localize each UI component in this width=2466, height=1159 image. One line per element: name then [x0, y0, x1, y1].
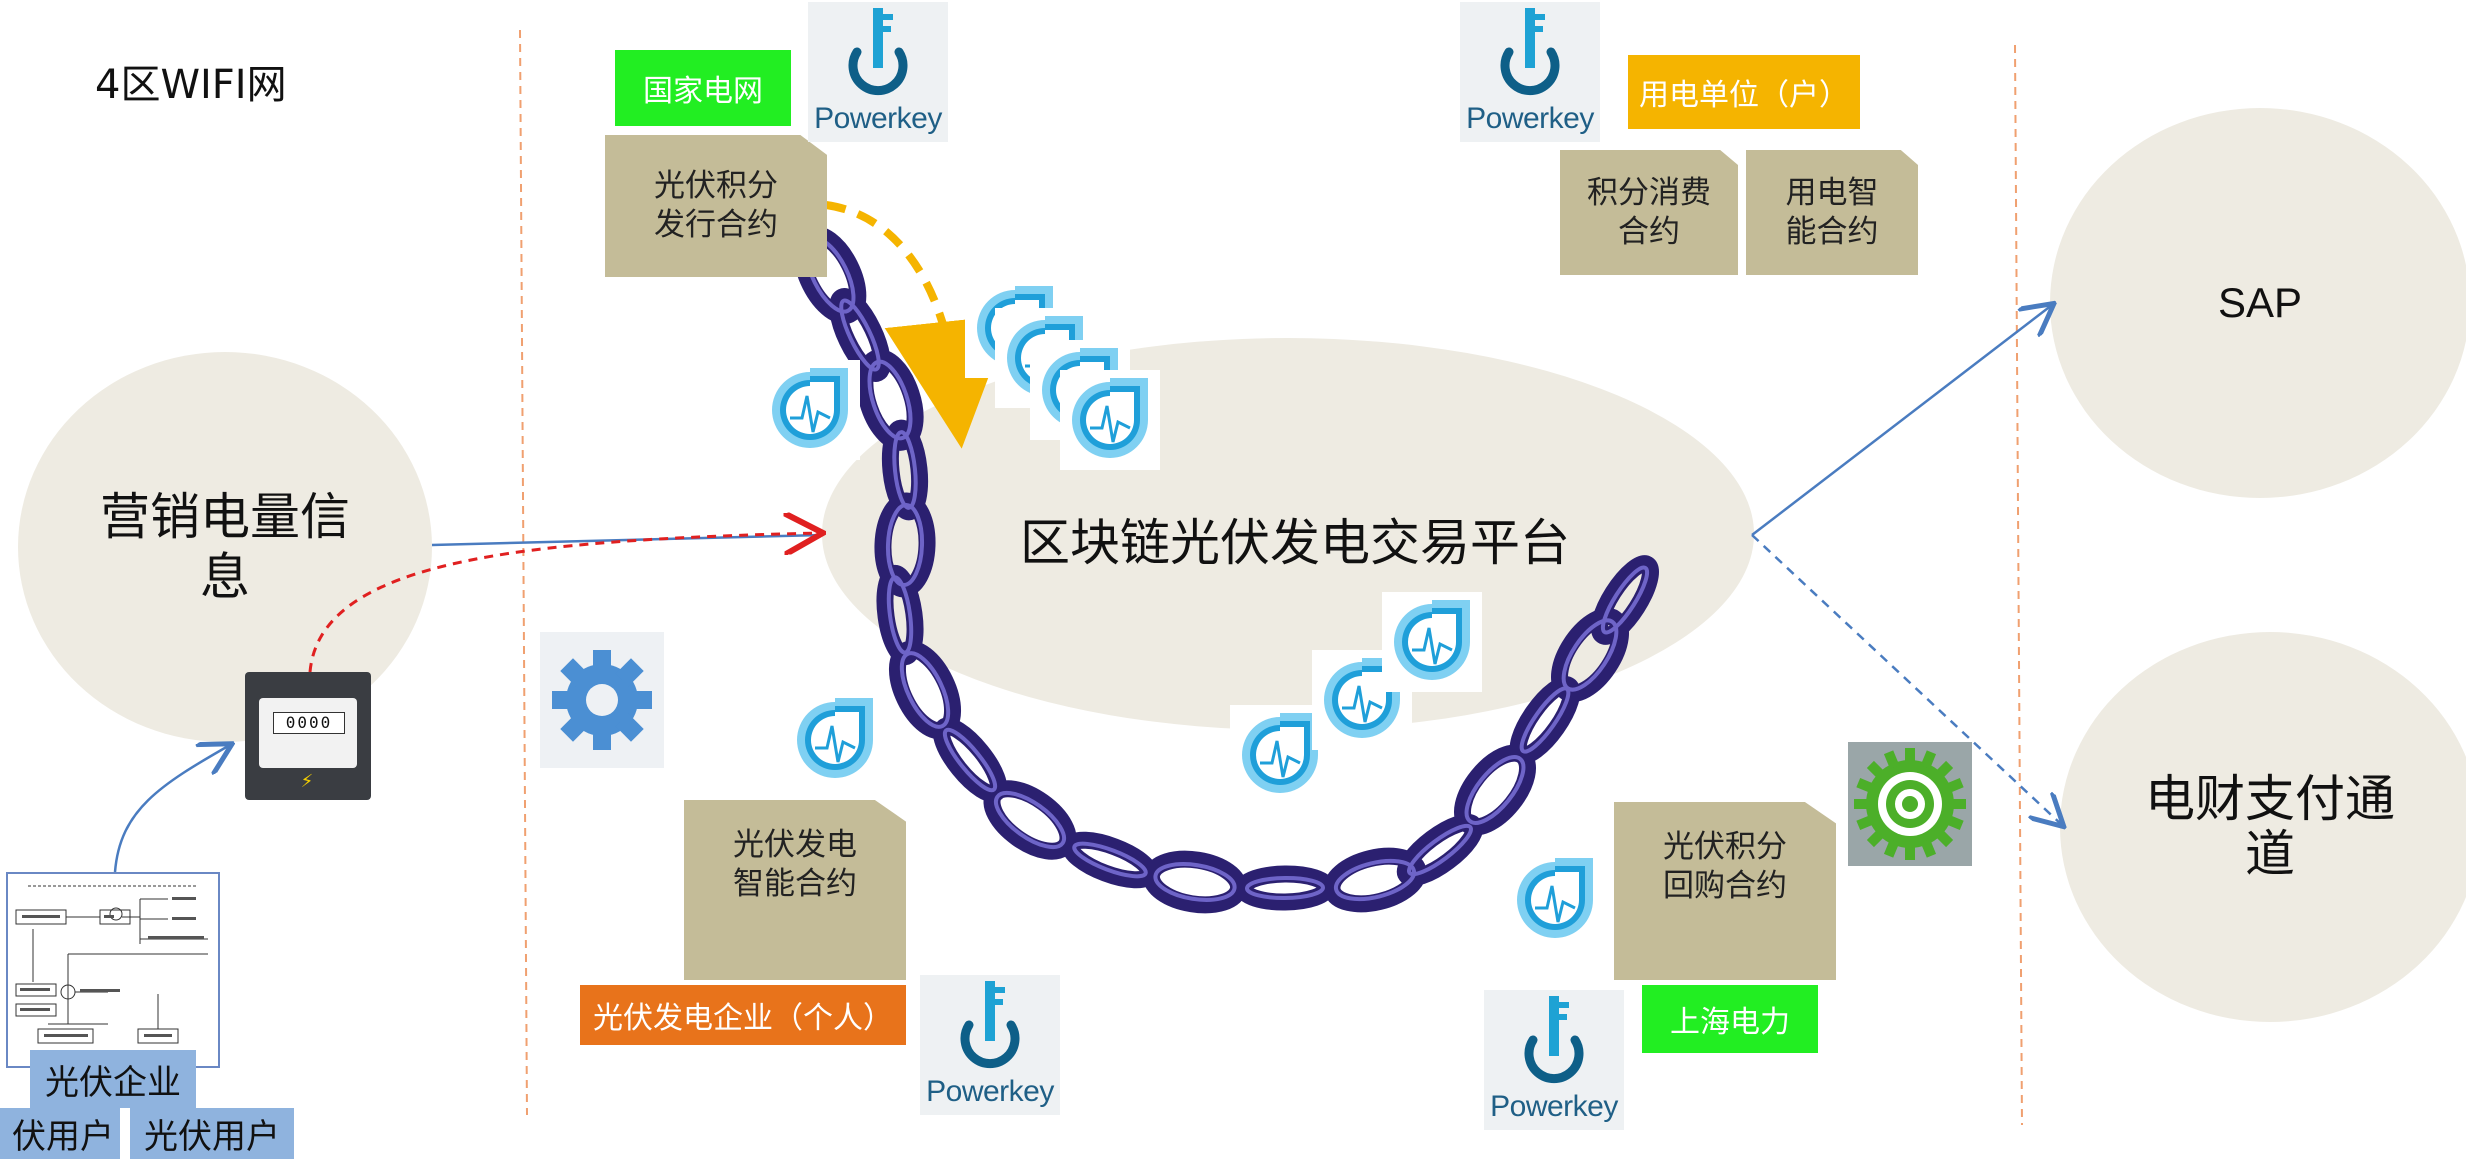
chain-link [1600, 565, 1650, 635]
buyback-contract: 光伏积分 回购合约 [1614, 802, 1836, 980]
chain-link [839, 298, 881, 372]
chain-link [1072, 841, 1148, 879]
chain-link [1591, 555, 1659, 645]
chain-link [829, 288, 891, 382]
pv-smart-contract: 光伏发电 智能合约 [684, 800, 906, 980]
chain-link [886, 575, 914, 655]
smart-use-contract-line2: 能合约 [1785, 213, 1879, 250]
chain-link [1142, 850, 1248, 914]
power-key-icon [960, 981, 1020, 1069]
payment-line1: 电财支付通 [2145, 770, 2395, 828]
sap-circle: SAP [2050, 108, 2466, 498]
chain-link [1550, 607, 1630, 703]
issue-flow-arrow [825, 201, 1012, 449]
powerkey-label: Powerkey [814, 102, 942, 135]
chain-link [1153, 862, 1237, 902]
powerkey-label: Powerkey [1490, 1090, 1618, 1123]
issue-contract: 光伏积分 发行合约 [605, 135, 827, 277]
meter-digits: 0000 [273, 712, 345, 734]
chain-link [867, 359, 913, 441]
chain-link [1561, 618, 1619, 692]
powerkey-logo-4: Powerkey [1484, 990, 1624, 1130]
power-key-icon [1500, 8, 1560, 96]
pv-smart-contract-line2: 智能合约 [733, 865, 857, 902]
meter-to-platform [308, 533, 820, 673]
pv-smart-contract-line1: 光伏发电 [733, 827, 857, 863]
arrow-to-sap [1751, 305, 2052, 536]
payment-line2: 道 [2245, 825, 2295, 883]
issue-contract-line2: 发行合约 [654, 207, 778, 243]
heartbeat-drop-icon [760, 360, 860, 460]
shanghai-power-tag: 上海电力 [1642, 985, 1818, 1053]
heartbeat-drop-icon [785, 690, 885, 790]
issue-contract-line1: 光伏积分 [654, 168, 778, 205]
chain-link [1407, 823, 1473, 877]
electric-meter-icon: 0000 ⚡ [245, 672, 371, 800]
meter-flash-icon: ⚡ [300, 771, 314, 792]
consume-contract-line1: 积分消费 [1587, 174, 1711, 211]
arrow-to-payment [1751, 534, 2062, 825]
chain-link [1464, 755, 1526, 825]
arrow-diagram-to-meter [113, 745, 230, 873]
marketing-info-line1: 营销电量信 [100, 488, 350, 546]
pv-user-box-left: 伏用户 [0, 1108, 120, 1159]
settings-gear-icon [540, 632, 664, 768]
chain-link [892, 430, 918, 510]
powerkey-label: Powerkey [1466, 102, 1594, 135]
powerkey-label: Powerkey [926, 1075, 1054, 1108]
consumer-tag: 用电单位（户） [1628, 55, 1860, 129]
consume-contract-line2: 合约 [1618, 213, 1680, 250]
chain-link [1061, 831, 1159, 889]
state-grid-tag: 国家电网 [615, 50, 791, 126]
power-key-icon [848, 8, 908, 96]
consume-contract: 积分消费 合约 [1560, 150, 1738, 275]
sap-label: SAP [2217, 279, 2303, 326]
powerkey-logo-2: Powerkey [1460, 2, 1600, 142]
payment-circle: 电财支付通 道 [2060, 632, 2466, 1022]
pv-enterprise-box: 光伏企业 [30, 1050, 196, 1108]
powerkey-logo-1: Powerkey [808, 2, 948, 142]
buyback-contract-line1: 光伏积分 [1663, 829, 1787, 865]
chain-link [1333, 858, 1417, 902]
smart-use-contract-line1: 用电智 [1785, 174, 1879, 211]
pv-user-box-right: 光伏用户 [130, 1108, 294, 1159]
diagram-title: 4区WIFI网 [95, 62, 287, 108]
chain-link [942, 727, 998, 793]
chain-link [899, 651, 951, 729]
power-key-icon [1524, 996, 1584, 1084]
pv-user-left-label: 伏用户 [12, 1117, 114, 1157]
heartbeat-drop-icon [1060, 370, 1160, 470]
target-gear-icon [1848, 742, 1972, 866]
chain-link [1245, 875, 1325, 901]
buyback-contract-line2: 回购合约 [1663, 867, 1787, 904]
platform-label: 区块链光伏发电交易平台 [1020, 514, 1570, 572]
pv-company-tag: 光伏发电企业（个人） [580, 985, 906, 1045]
powerkey-logo-3: Powerkey [920, 975, 1060, 1115]
chain-link [881, 419, 929, 521]
marketing-info-line2: 息 [200, 548, 250, 606]
heartbeat-drop-icon [1382, 592, 1482, 692]
smart-use-contract: 用电智 能合约 [1746, 150, 1918, 275]
wiring-diagram-thumbnail [6, 872, 220, 1068]
chain-link [993, 790, 1067, 850]
heartbeat-drop-icon [1505, 850, 1605, 950]
heartbeat-drop-icon [1312, 650, 1412, 750]
